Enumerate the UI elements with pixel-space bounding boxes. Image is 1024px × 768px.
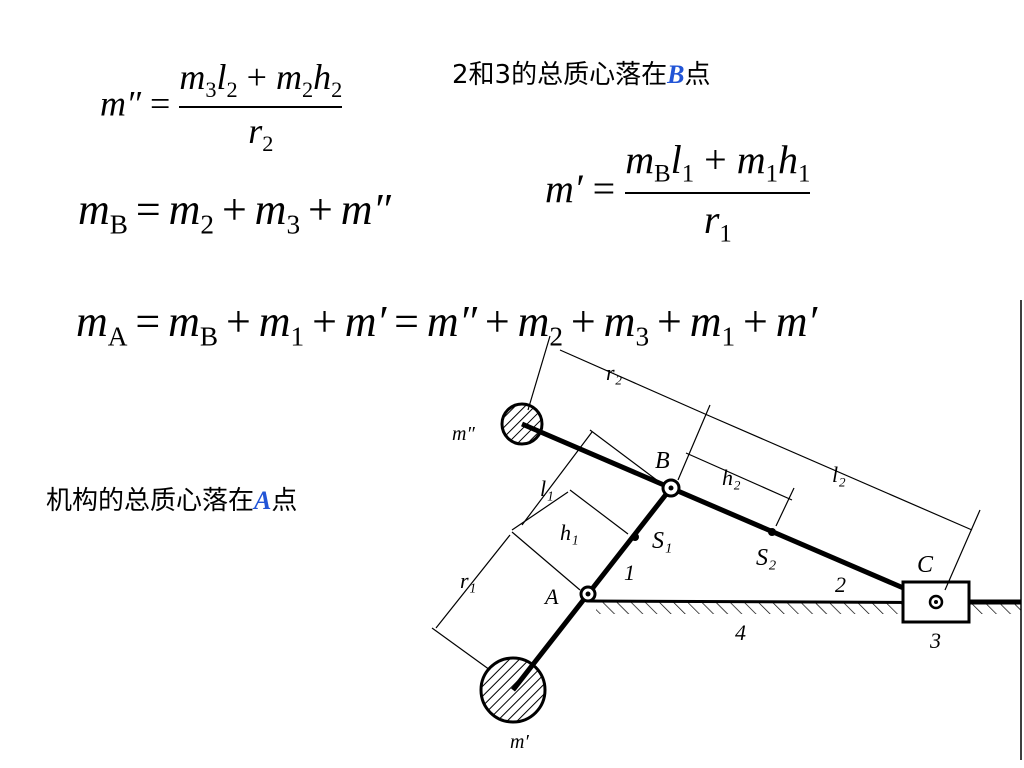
label-b: B (655, 448, 670, 474)
formula4-term: mB (168, 297, 219, 352)
formula4-term: m′ (344, 297, 387, 346)
note-top-prefix: 2和3的总质心落在 (452, 60, 668, 90)
joint-b-dot (668, 485, 674, 491)
note-top-point: B (667, 60, 685, 89)
formula4-term: m2 (517, 297, 564, 352)
formula2-operator: + (308, 185, 333, 234)
formula4-operator: + (226, 297, 251, 346)
note-left-point: A (254, 486, 272, 515)
formula4-operator: + (484, 297, 510, 346)
formula3-denominator: r1 (703, 196, 732, 248)
formula1-fraction-bar (179, 106, 343, 109)
formula2-operator: + (221, 185, 247, 234)
mass-m-double-prime (500, 402, 544, 446)
formula-m-b: mB=m2+m3+m″ (78, 184, 391, 241)
label-a: A (543, 584, 559, 609)
label-link-4: 4 (735, 620, 746, 645)
formula1-numerator: m3l2 + m2h2 (179, 57, 343, 102)
joint-a-dot (585, 591, 591, 597)
formula4-term: m″ (426, 297, 477, 346)
ext-s1 (569, 489, 629, 535)
formula-m-prime: m′ = mBl1 + m1h1 r1 (545, 137, 811, 248)
note-left-suffix: 点 (271, 486, 298, 516)
formula4-operator: + (570, 297, 596, 346)
label-s1: S₁ (652, 528, 672, 554)
link-2-bar (521, 421, 937, 605)
label-m-double-prime: m″ (452, 423, 475, 445)
formula3-lhs: m′ (545, 166, 583, 212)
label-r2: r₂ (606, 360, 623, 385)
ext-a-left (511, 531, 581, 591)
formula1-lhs: m″ (100, 83, 141, 124)
formula4-operator: + (743, 297, 768, 346)
label-r1: r₁ (460, 568, 476, 593)
formula4-operator: + (312, 297, 337, 346)
formula2-term: mB (78, 185, 128, 240)
label-h1: h₁ (560, 520, 579, 545)
dim-h2-line (685, 452, 793, 501)
formula4-term: m1 (258, 297, 305, 352)
label-h2: h₂ (722, 465, 741, 490)
centroid-s1-dot (631, 533, 639, 541)
formula2-term: m″ (340, 185, 391, 234)
dim-l2-line (704, 413, 973, 531)
formula4-term: m1 (689, 297, 736, 352)
formula-m-double-prime: m″ = m3l2 + m2h2 r2 (100, 57, 343, 157)
label-l1: l₁ (540, 476, 554, 501)
mass-m-prime (479, 656, 547, 724)
formula4-operator: = (135, 297, 161, 346)
formula4-term: m3 (603, 297, 650, 352)
dim-r2-line (559, 349, 706, 415)
formula1-denominator: r2 (248, 111, 274, 157)
note-top: 2和3的总质心落在B点 (452, 54, 710, 91)
formula2-term: m3 (254, 185, 301, 240)
formula3-fraction: mBl1 + m1h1 r1 (625, 137, 811, 248)
label-l2: l₂ (832, 462, 846, 487)
label-link-3: 3 (929, 628, 941, 653)
note-left-prefix: 机构的总质心落在 (46, 486, 255, 516)
formula2-operator: = (135, 185, 161, 234)
ext-c-top (944, 509, 981, 591)
formula3-fraction-bar (625, 191, 811, 194)
formula4-operator: = (394, 297, 419, 346)
label-link-2: 2 (835, 572, 846, 597)
formula4-term: mA (76, 297, 128, 352)
ext-s2 (775, 487, 795, 527)
formula3-eq: = (592, 166, 616, 212)
formula4-operator: + (656, 297, 682, 346)
formula1-fraction: m3l2 + m2h2 r2 (179, 57, 343, 157)
formula-m-a: mA=mB+m1+m′=m″+m2+m3+m1+m′ (76, 296, 817, 353)
dim-h1-line (511, 491, 569, 531)
label-c: C (917, 552, 934, 578)
centroid-s2-dot (768, 528, 776, 536)
dim-l1-line (521, 431, 593, 526)
joint-c-dot (934, 600, 938, 604)
note-top-suffix: 点 (684, 60, 711, 90)
label-s2: S₂ (756, 545, 776, 571)
formula2-term: m2 (168, 185, 215, 240)
label-m-prime: m′ (510, 731, 529, 753)
ext-m-double-prime (527, 335, 551, 411)
ext-b-top (677, 404, 711, 481)
ext-b-left (589, 429, 663, 485)
formula3-numerator: mBl1 + m1h1 (625, 137, 811, 188)
note-left: 机构的总质心落在A点 (46, 480, 297, 517)
formula1-eq: = (150, 83, 171, 124)
label-link-1: 1 (624, 560, 635, 585)
dim-r1-line (435, 534, 511, 629)
ext-m-prime (431, 627, 491, 671)
formula4-term: m′ (775, 297, 818, 346)
